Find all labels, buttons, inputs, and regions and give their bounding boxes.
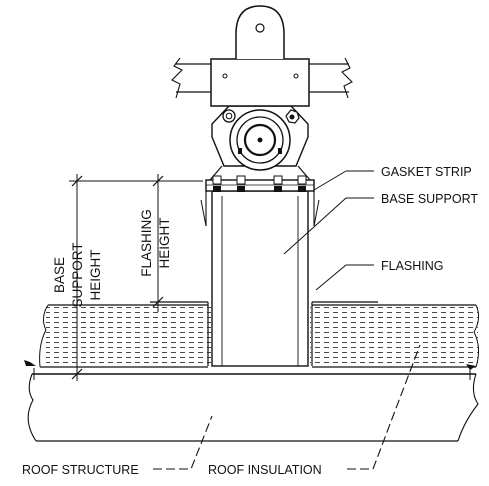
base-support-height-label: BASE SUPPORT HEIGHT [52, 242, 103, 307]
hanger-lug [235, 5, 285, 59]
gasket-strip [205, 179, 315, 192]
base-support-height-line-1: BASE [52, 257, 67, 293]
flashing-height-dimension [152, 174, 164, 312]
cap-bolts [212, 175, 307, 192]
base-support-height-dimension [69, 174, 203, 381]
label-gasket-strip: GASKET STRIP [381, 165, 472, 179]
roof-structure [27, 368, 479, 442]
label-roof-insulation: ROOF INSULATION [208, 463, 322, 477]
flashing-height-line-2: HEIGHT [157, 217, 172, 268]
flashing [150, 301, 378, 366]
flashing-height-label: FLASHING HEIGHT [139, 209, 172, 277]
label-base-support: BASE SUPPORT [381, 192, 478, 206]
flashing-height-line-1: FLASHING [139, 209, 154, 277]
roof-insulation [24, 304, 480, 370]
base-support-height-line-3: HEIGHT [88, 249, 103, 300]
leader-lines [153, 170, 421, 470]
label-roof-structure: ROOF STRUCTURE [22, 463, 139, 477]
base-support-height-line-2: SUPPORT [70, 242, 85, 307]
label-flashing: FLASHING [381, 259, 444, 273]
pipe-clamp-band [210, 58, 310, 107]
base-support-post [200, 183, 320, 367]
pipe-roller-assembly [209, 105, 311, 181]
